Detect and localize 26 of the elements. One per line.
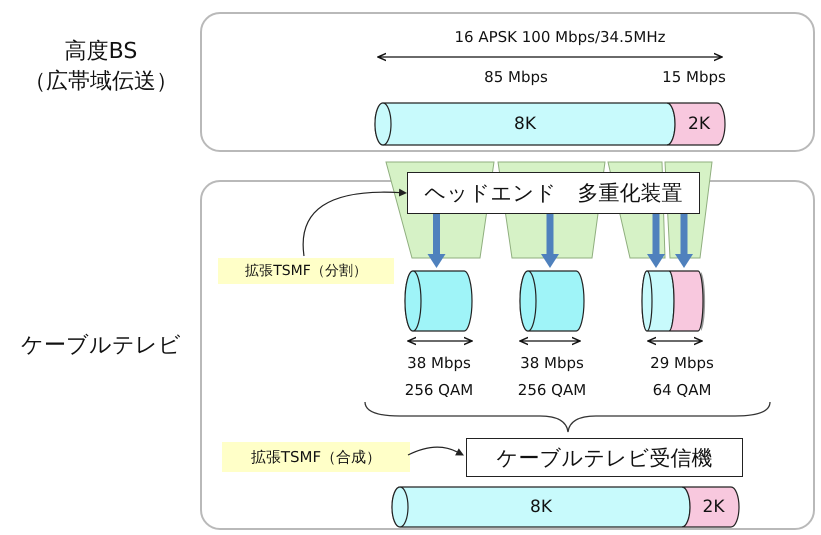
block-arrow [647,214,665,268]
block-arrow [428,214,446,268]
rate-label: 256 QAM [516,381,588,399]
segment-label: 2K [702,497,724,517]
block-arrow [541,214,559,268]
block-arrow [675,214,693,268]
rate-label: 256 QAM [404,381,474,399]
segment-label: 2K [688,114,710,134]
note-label: 拡張TSMF（分割） [218,258,394,284]
arrow [302,188,407,256]
rate-label: 38 Mbps [406,354,472,372]
section-heading: ケーブルテレビ [20,332,182,360]
process-box: ヘッドエンド 多重化装置 [407,172,700,214]
rate-label: 15 Mbps [661,68,727,86]
rate-label: 38 Mbps [519,354,585,372]
section-heading: 高度BS [64,38,138,66]
arrow [408,446,464,456]
rate-label: 85 Mbps [483,68,549,86]
section-heading: （広帯域伝送） [23,68,179,96]
process-box: ケーブルテレビ受信機 [466,438,743,477]
segment-label: 8K [530,497,552,517]
note-label: 拡張TSMF（合成） [222,442,410,472]
modulation-label: 16 APSK 100 Mbps/34.5MHz [453,28,667,46]
rate-label: 29 Mbps [649,354,715,372]
rate-label: 64 QAM [652,381,712,399]
segment-label: 8K [514,114,536,134]
